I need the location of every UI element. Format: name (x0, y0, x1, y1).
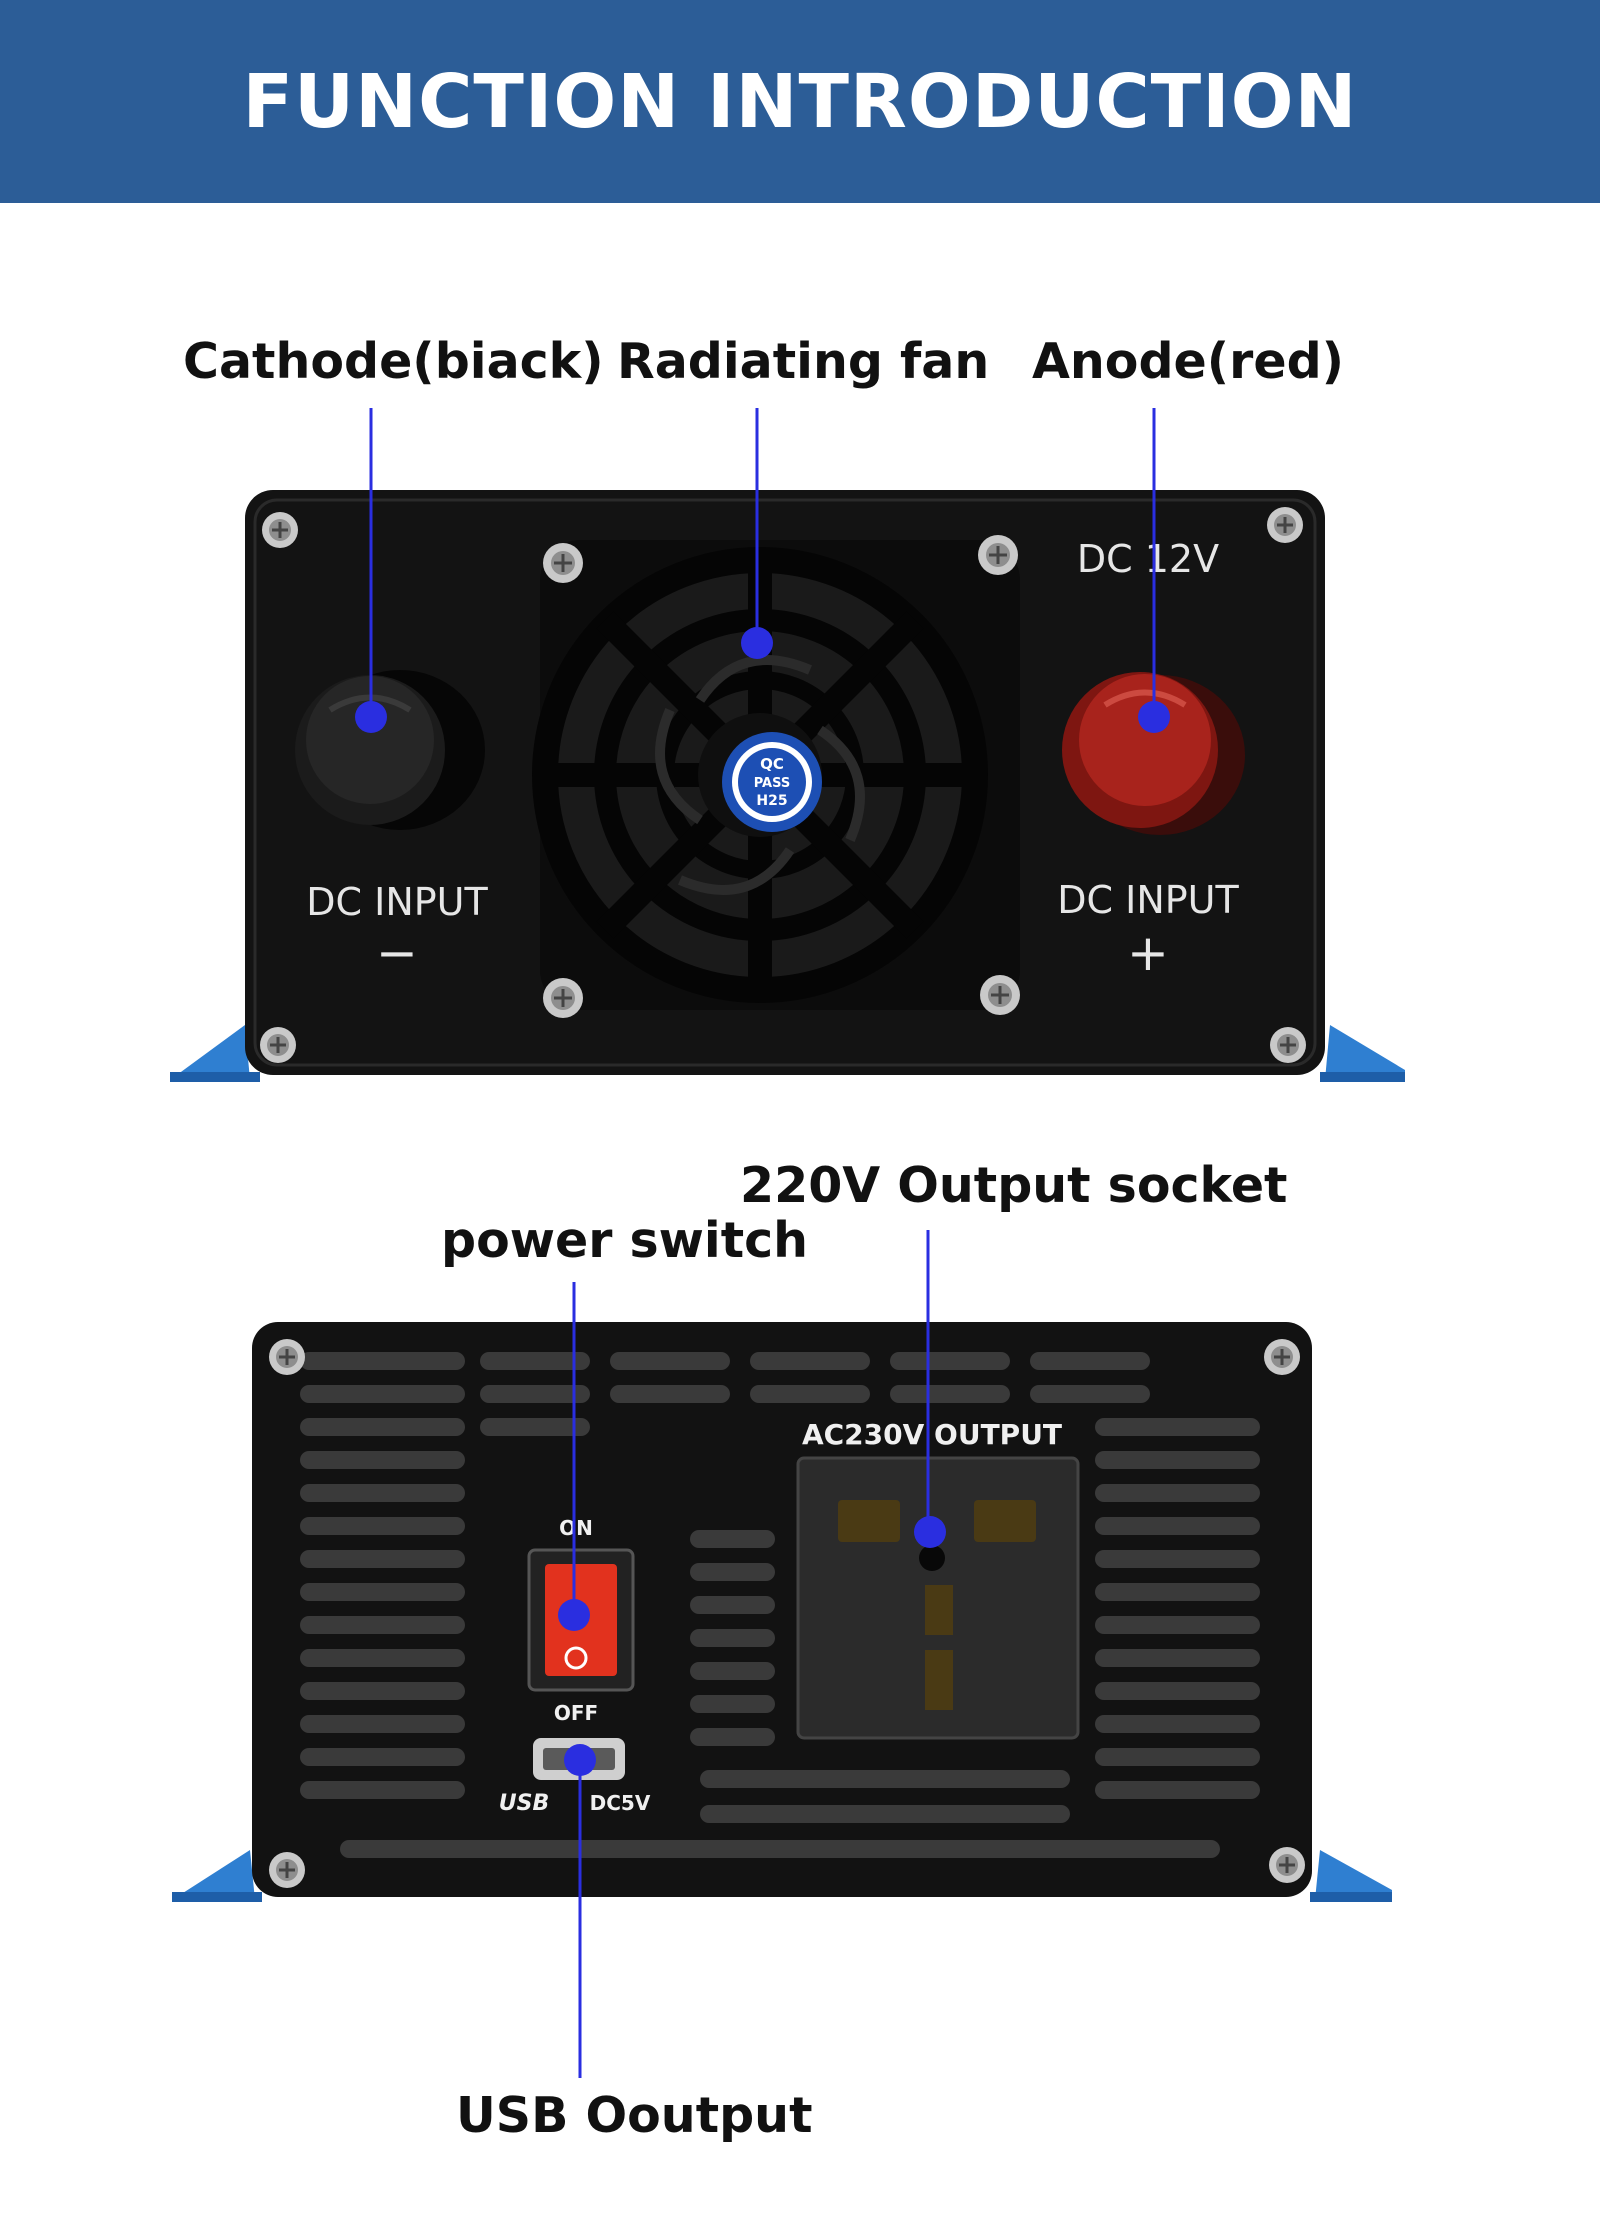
fan-pointer-dot (741, 627, 773, 659)
leader-lines (369, 408, 1156, 715)
anode-pointer-dot (1138, 701, 1170, 733)
vent-slots-center (340, 1352, 1220, 1858)
front-panel-illustration: QC PASS H25 DC 12V DC INPUT − DC INPUT + (170, 408, 1405, 1082)
leader-lines (572, 1230, 930, 2078)
screw-icon (260, 1027, 296, 1063)
plus-sign: + (1127, 924, 1169, 982)
screw-icon (269, 1339, 305, 1375)
screw-icon (262, 512, 298, 548)
svg-text:H25: H25 (756, 793, 787, 809)
svg-text:QC: QC (760, 755, 784, 773)
switch-pointer-dot (558, 1599, 590, 1631)
switch-label: power switch (441, 1212, 809, 1269)
page-title: FUNCTION INTRODUCTION (242, 58, 1358, 145)
usb-pointer-dot (564, 1744, 596, 1776)
socket-label: 220V Output socket (740, 1157, 1288, 1214)
rear-panel-illustration: AC230V OUTPUT ON OFF USB DC5V (172, 1230, 1392, 2078)
dc-input-right-text: DC INPUT (1057, 878, 1239, 922)
front-right-foot (1325, 1025, 1405, 1080)
ac-output-label: AC230V OUTPUT (802, 1418, 1062, 1451)
screw-icon (269, 1852, 305, 1888)
screw-icon (1270, 1027, 1306, 1063)
screw-icon (543, 978, 583, 1018)
usb-logo-text: USB (499, 1791, 549, 1816)
front-left-foot (170, 1025, 250, 1080)
anode-terminal-icon (1062, 672, 1245, 835)
rear-right-foot (1315, 1850, 1392, 1900)
cathode-terminal-icon (295, 670, 485, 830)
screw-icon (1269, 1847, 1305, 1883)
rear-left-foot (172, 1850, 255, 1900)
dc-voltage-text: DC 12V (1077, 537, 1219, 581)
cathode-label: Cathode(biack) (183, 333, 604, 390)
usb-dc5v-text: DC5V (590, 1791, 651, 1815)
ac-output-socket-icon (796, 1456, 1080, 1740)
header-banner: FUNCTION INTRODUCTION (0, 0, 1600, 203)
qc-pass-badge: QC PASS H25 (722, 732, 822, 832)
usb-label: USB Ooutput (456, 2087, 813, 2144)
vent-slots-left (300, 1352, 465, 1799)
vent-slots-right (1095, 1418, 1260, 1799)
switch-on-label: ON (559, 1516, 593, 1540)
dc-input-left-text: DC INPUT (306, 880, 488, 924)
socket-pointer-dot (914, 1516, 946, 1548)
screw-icon (543, 543, 583, 583)
screw-icon (980, 975, 1020, 1015)
switch-off-label: OFF (554, 1701, 598, 1725)
screw-icon (1267, 507, 1303, 543)
anode-label: Anode(red) (1032, 333, 1345, 390)
cathode-pointer-dot (355, 701, 387, 733)
minus-sign: − (376, 924, 418, 982)
fan-label: Radiating fan (617, 333, 990, 390)
screw-icon (1264, 1339, 1300, 1375)
svg-text:PASS: PASS (754, 776, 791, 791)
screw-icon (978, 535, 1018, 575)
